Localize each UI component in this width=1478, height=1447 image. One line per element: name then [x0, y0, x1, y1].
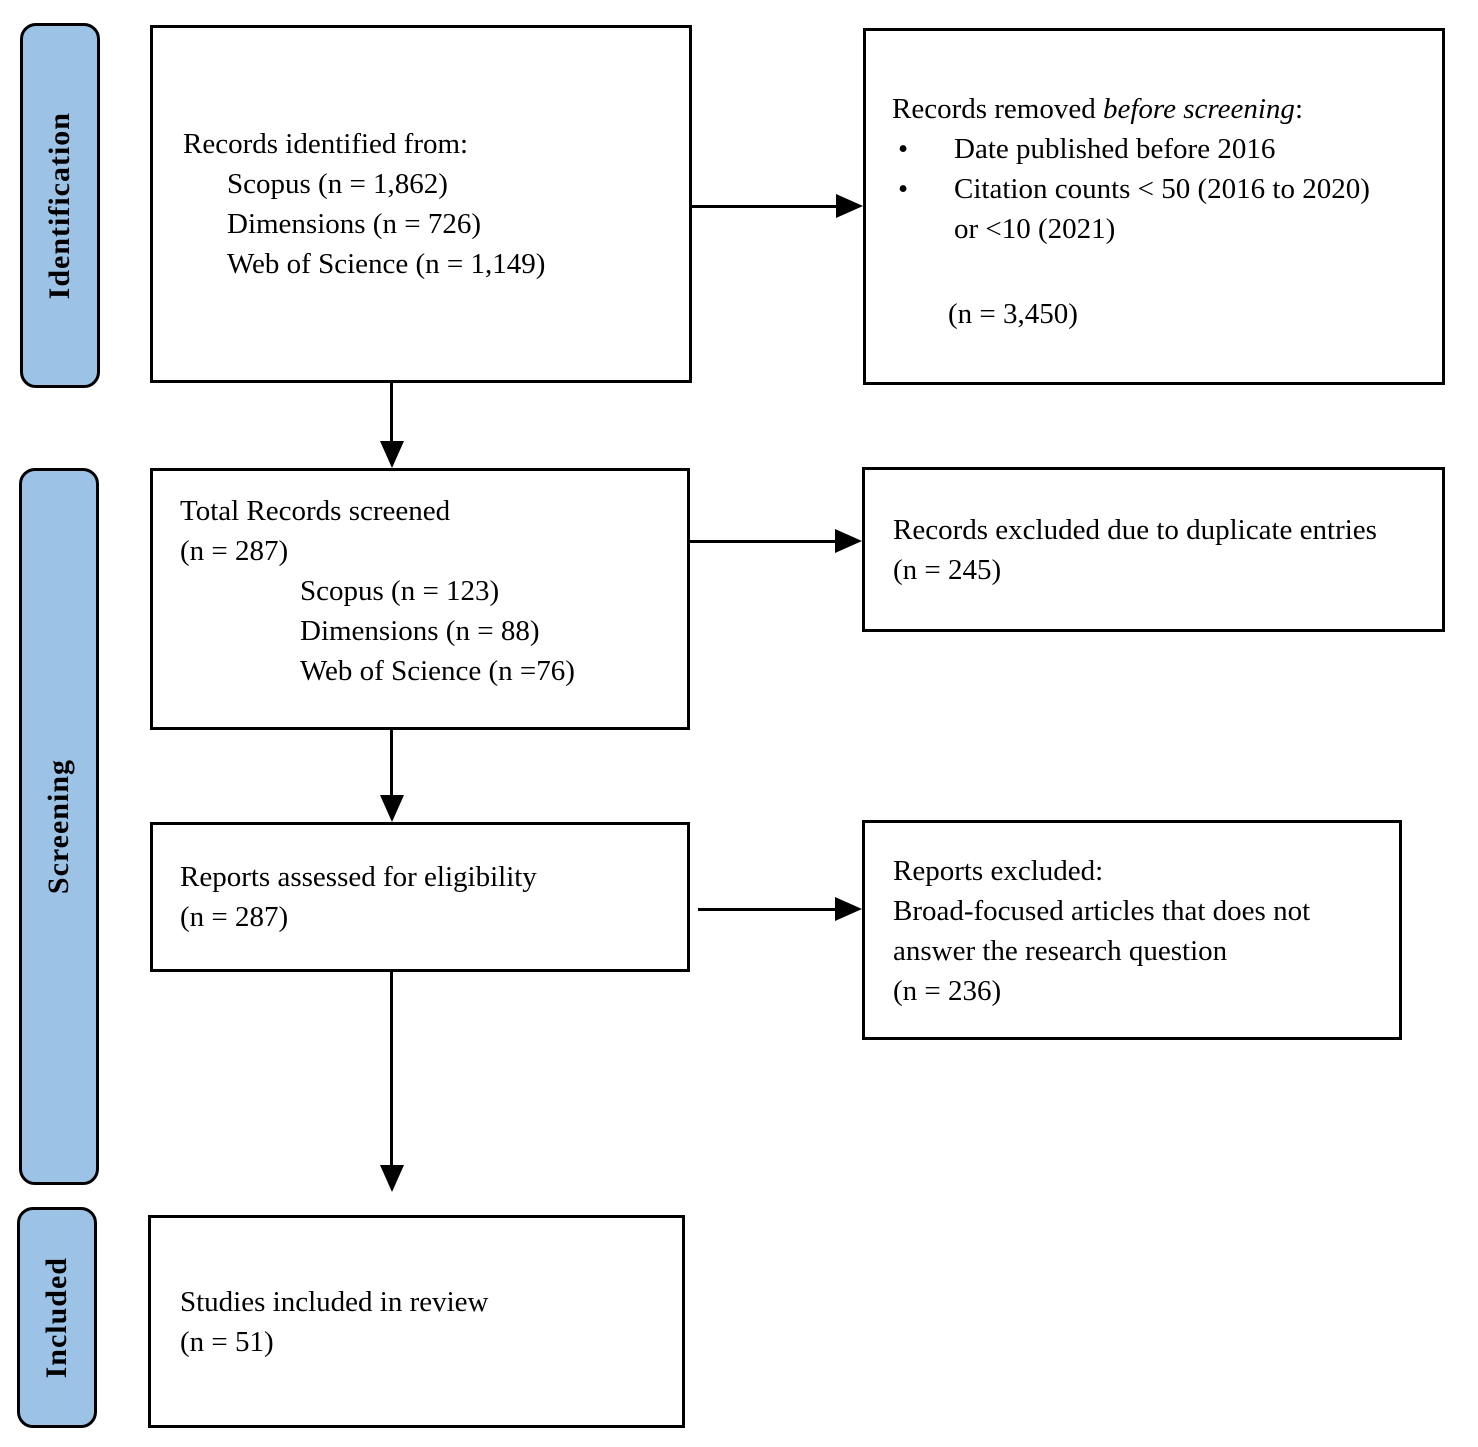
arrow-right-icon	[835, 529, 862, 553]
records-screened-count: (n = 287)	[180, 535, 289, 567]
records-identified-title: Records identified from:	[183, 128, 469, 160]
arrow-down-icon	[380, 795, 404, 822]
records-removed-bullet-2: • Citation counts < 50 (2016 to 2020) or…	[892, 169, 1412, 249]
arrow-screened-to-duplicates-line	[690, 540, 836, 543]
records-removed-title: Records removed before screening:	[892, 89, 1412, 129]
box-duplicates-excluded: Records excluded due to duplicate entrie…	[862, 467, 1445, 632]
arrow-screened-to-assessed-line	[390, 730, 393, 797]
arrow-identified-to-screened-line	[390, 383, 393, 443]
arrow-assessed-to-excluded-line	[698, 908, 836, 911]
records-screened-source-dimensions: Dimensions (n = 88)	[300, 615, 540, 647]
stage-bar-screening: Screening	[19, 468, 99, 1185]
box-reports-assessed: Reports assessed for eligibility (n = 28…	[150, 822, 690, 972]
arrow-down-icon	[380, 1165, 404, 1192]
arrow-assessed-to-included-line	[390, 972, 393, 1167]
records-identified-source-dimensions: Dimensions (n = 726)	[227, 208, 481, 240]
bullet-icon: •	[898, 173, 909, 205]
records-removed-title-prefix: Records removed	[892, 93, 1103, 125]
box-records-identified: Records identified from: Scopus (n = 1,8…	[150, 25, 692, 383]
records-screened-source-wos: Web of Science (n =76)	[300, 655, 575, 687]
arrow-identified-to-removed-line	[692, 205, 838, 208]
studies-included-count: (n = 51)	[180, 1325, 274, 1358]
arrow-down-icon	[380, 441, 404, 468]
duplicates-excluded-text: Records excluded due to duplicate entrie…	[893, 513, 1377, 586]
box-reports-excluded: Reports excluded: Broad-focused articles…	[862, 820, 1402, 1040]
stage-label-included: Included	[40, 1256, 73, 1379]
records-removed-title-italic: before screening	[1103, 93, 1295, 125]
stage-label-screening: Screening	[42, 758, 75, 895]
reports-excluded-count: (n = 236)	[893, 975, 1002, 1007]
records-screened-source-scopus: Scopus (n = 123)	[300, 575, 500, 607]
box-studies-included: Studies included in review (n = 51)	[148, 1215, 685, 1428]
stage-bar-identification: Identification	[20, 23, 100, 388]
records-screened-title: Total Records screened	[180, 495, 451, 527]
stage-bar-included: Included	[17, 1207, 97, 1428]
records-identified-source-scopus: Scopus (n = 1,862)	[227, 168, 448, 200]
arrow-right-icon	[835, 897, 862, 921]
records-identified-source-wos: Web of Science (n = 1,149)	[227, 248, 546, 280]
records-removed-title-suffix: :	[1294, 93, 1303, 125]
studies-included-title: Studies included in review	[180, 1285, 489, 1318]
box-records-removed: Records removed before screening: • Date…	[863, 28, 1445, 385]
arrow-right-icon	[836, 194, 863, 218]
bullet-icon: •	[898, 133, 909, 165]
records-removed-count: (n = 3,450)	[948, 298, 1078, 330]
stage-label-identification: Identification	[43, 111, 76, 300]
reports-excluded-reason: Broad-focused articles that does not ans…	[893, 895, 1311, 967]
box-records-screened: Total Records screened (n = 287) Scopus …	[150, 468, 690, 730]
reports-excluded-title: Reports excluded:	[893, 855, 1104, 887]
records-removed-bullet-1: • Date published before 2016	[892, 129, 1412, 169]
reports-assessed-title: Reports assessed for eligibility	[180, 861, 537, 893]
reports-assessed-count: (n = 287)	[180, 901, 289, 933]
